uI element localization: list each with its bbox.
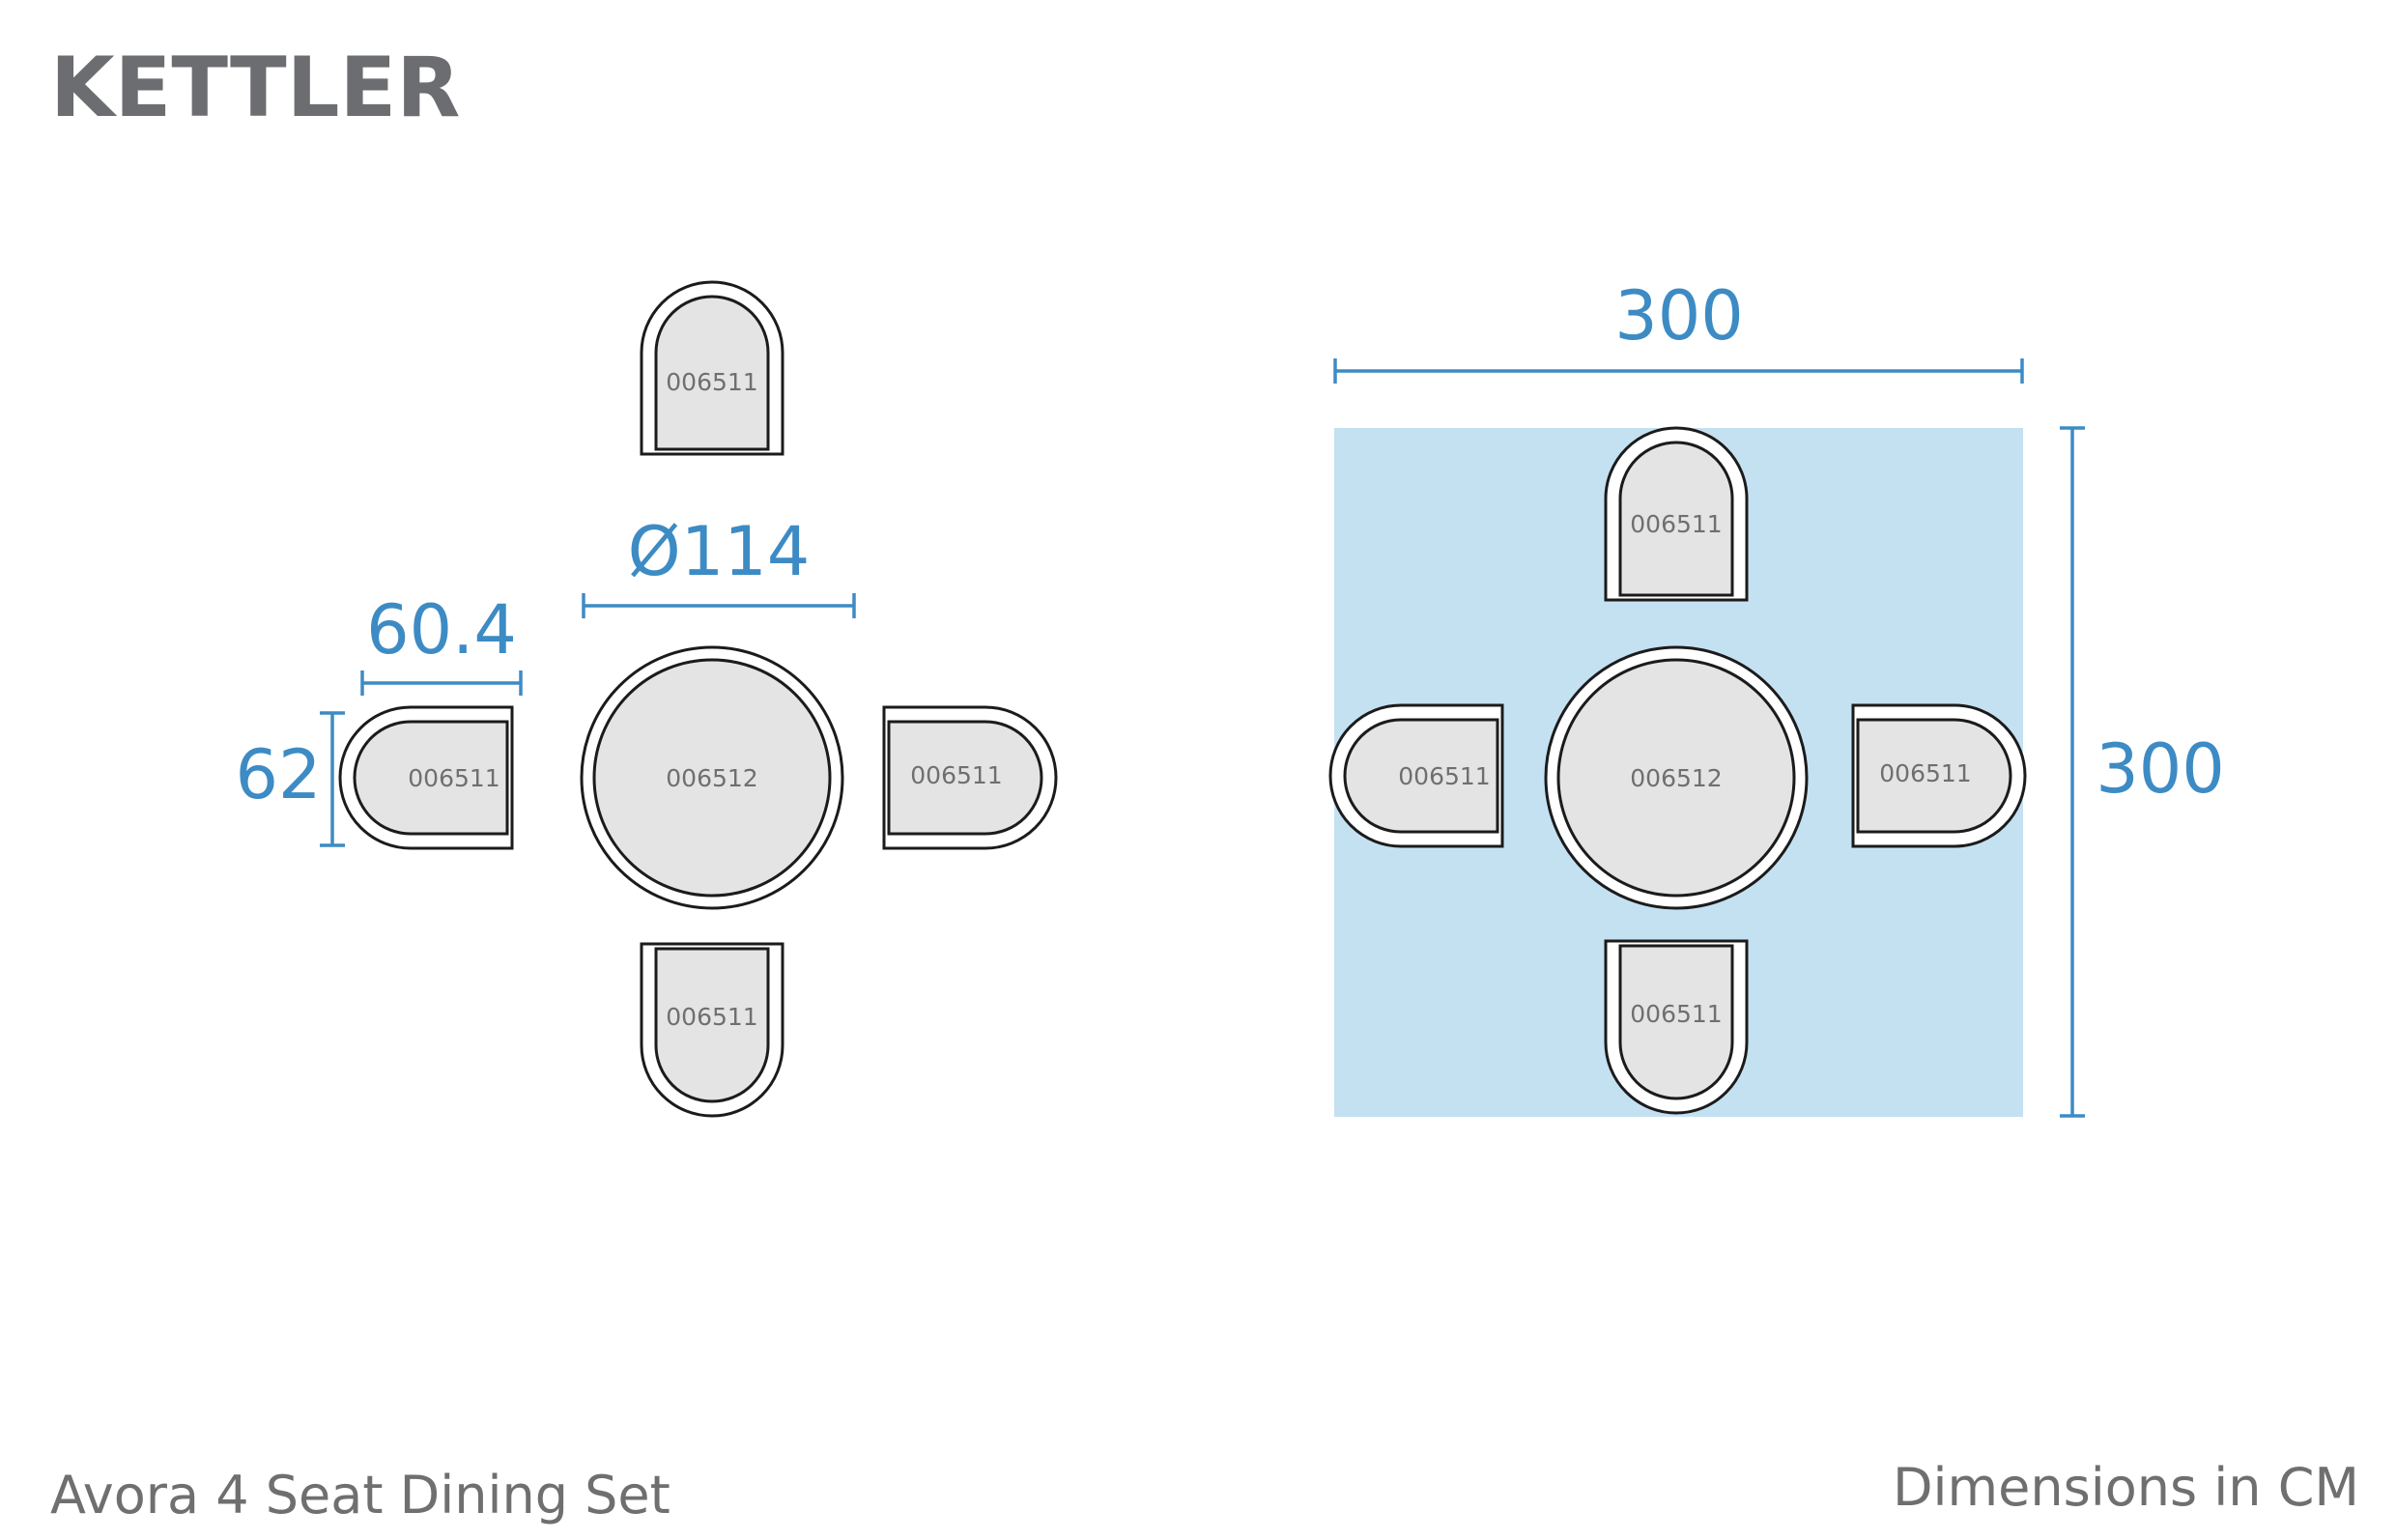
table-left: 006512 xyxy=(580,645,844,910)
chair-top-right: 006511 xyxy=(1604,426,1749,602)
chair-right-right: 006511 xyxy=(1851,703,2027,848)
chair-left-left: 006511 xyxy=(338,705,514,850)
units-note: Dimensions in CM xyxy=(1893,1457,2359,1518)
chair-code: 006511 xyxy=(910,761,1002,789)
table-right: 006512 xyxy=(1544,645,1809,910)
chair-top-left: 006511 xyxy=(640,280,784,456)
chair-code: 006511 xyxy=(1630,1000,1722,1028)
table-diameter-label: Ø114 xyxy=(628,512,811,591)
dimension-chair-depth: 62 xyxy=(235,711,345,847)
chair-code: 006511 xyxy=(666,1003,757,1031)
table-code: 006512 xyxy=(666,764,757,792)
area-width-label: 300 xyxy=(1614,276,1744,356)
chair-left-right: 006511 xyxy=(1328,703,1504,848)
chair-bottom-right: 006511 xyxy=(1604,939,1749,1115)
chair-right-left: 006511 xyxy=(882,705,1058,850)
chair-width-label: 60.4 xyxy=(366,590,517,670)
chair-depth-label: 62 xyxy=(235,735,321,814)
chair-code: 006511 xyxy=(1398,762,1490,790)
dimension-chair-width: 60.4 xyxy=(360,590,523,696)
recommended-area: 006511 006511 006511 006511 006512 300 xyxy=(1328,276,2225,1118)
kettler-logo: KETTLER xyxy=(50,40,460,136)
dimension-area-width: 300 xyxy=(1333,276,2024,384)
chair-code: 006511 xyxy=(1879,759,1971,787)
set-layout-left: 006511 006511 006511 006511 006512 Ø11 xyxy=(235,280,1058,1118)
chair-code: 006511 xyxy=(1630,510,1722,538)
area-depth-label: 300 xyxy=(2096,729,2225,809)
chair-bottom-left: 006511 xyxy=(640,942,784,1118)
chair-code: 006511 xyxy=(408,764,499,792)
table-code: 006512 xyxy=(1630,764,1722,792)
dimension-table-diameter: Ø114 xyxy=(582,512,856,618)
dimension-area-depth: 300 xyxy=(2060,426,2225,1118)
chair-code: 006511 xyxy=(666,368,757,396)
product-name: Avora 4 Seat Dining Set xyxy=(50,1465,670,1526)
